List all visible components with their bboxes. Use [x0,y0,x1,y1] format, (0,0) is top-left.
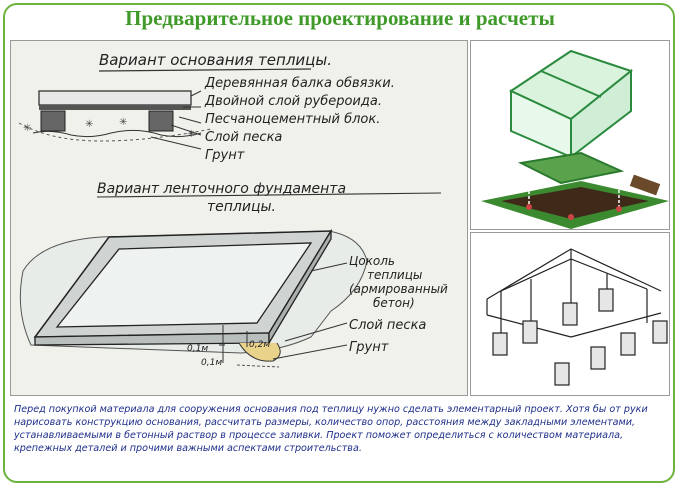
greenhouse-render [470,40,670,230]
strip-foundation-drawing [19,228,368,368]
heading-variant-base: Вариант основания теплицы. [99,51,332,69]
greenhouse-illustration [481,49,669,229]
label-plinth-2: теплицы [367,268,422,282]
beam-foundation-drawing: ✳ ✳ ✳ ✳ [18,90,212,150]
dim-label-3: 0,1м [201,358,222,368]
svg-text:✳: ✳ [85,119,93,130]
label-plinth-3: (армированный [349,282,448,296]
sketch-panel: Вариант основания теплицы. ✳ ✳ ✳ ✳ Дерев… [10,40,468,396]
label-ground: Грунт [205,148,245,163]
dim-label-1: 0,1м [187,344,208,354]
label-roofing: Двойной слой рубероида. [204,94,382,109]
heading-strip-line2: теплицы. [207,199,276,215]
dim-label-2: 0,2м [249,340,270,350]
page-title: Предварительное проектирование и расчеты [125,6,555,30]
sketch-drawing: Вариант основания теплицы. ✳ ✳ ✳ ✳ Дерев… [18,51,448,368]
pillar-foundation-drawing [470,232,670,396]
label-sand-2: Слой песка [349,318,426,333]
svg-text:✳: ✳ [119,117,127,128]
label-ground-2: Грунт [349,340,389,355]
svg-text:✳: ✳ [187,129,195,140]
label-wood-beam: Деревянная балка обвязки. [204,76,395,91]
label-sand: Слой песка [205,130,282,145]
svg-text:✳: ✳ [23,123,31,134]
heading-strip-line1: Вариант ленточного фундамента [97,181,346,197]
label-plinth: Цоколь [349,254,395,268]
label-block: Песчаноцементный блок. [205,112,380,127]
caption-text: Перед покупкой материала для сооружения … [14,404,648,454]
pillar-illustration [486,248,668,386]
label-plinth-4: бетон) [373,296,415,310]
